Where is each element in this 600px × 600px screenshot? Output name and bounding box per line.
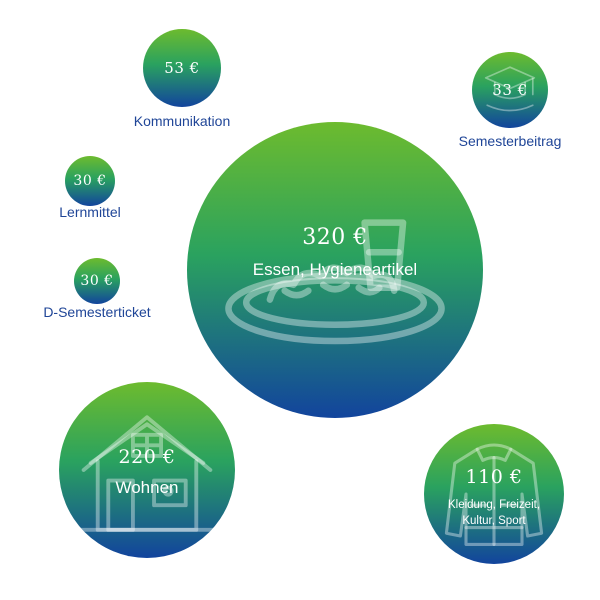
bubble-amount: 320 € (302, 225, 368, 250)
bubble-caption-lernmittel: Lernmittel (59, 204, 121, 220)
bubble-amount: 33 € (492, 81, 528, 99)
bubble-caption-dsemesterticket: D-Semesterticket (43, 304, 151, 320)
bubble-caption-kommunikation: Kommunikation (133, 113, 231, 129)
bubble-wohnen: 220 € Wohnen (59, 382, 235, 558)
bubble-caption-semesterbeitrag: Semesterbeitrag (458, 133, 562, 149)
bubble-amount: 30 € (80, 273, 114, 289)
bubble-essen: 320 € Essen, Hygieneartikel (187, 122, 483, 418)
bubble-amount: 110 € (465, 466, 523, 488)
bubble-dsemesterticket: 30 € (74, 258, 120, 304)
bubble-lernmittel: 30 € (65, 156, 115, 206)
bubble-amount: 30 € (73, 173, 107, 189)
bubble-label: Wohnen (115, 478, 179, 497)
bubble-label: Kleidung, Freizeit, Kultur, Sport (447, 499, 541, 528)
house-icon (74, 415, 220, 532)
bubble-kleidung: 110 € Kleidung, Freizeit, Kultur, Sport (424, 424, 564, 564)
jacket-icon (444, 443, 544, 546)
bubble-semesterbeitrag: 33 € (472, 52, 548, 128)
bubble-amount: 220 € (118, 446, 176, 468)
bubble-amount: 53 € (164, 59, 200, 77)
graduation-cap-icon (484, 66, 536, 112)
bubble-kommunikation: 53 € (143, 29, 221, 107)
plate-and-glass-icon (225, 219, 445, 345)
bubble-label: Essen, Hygieneartikel (252, 260, 418, 279)
